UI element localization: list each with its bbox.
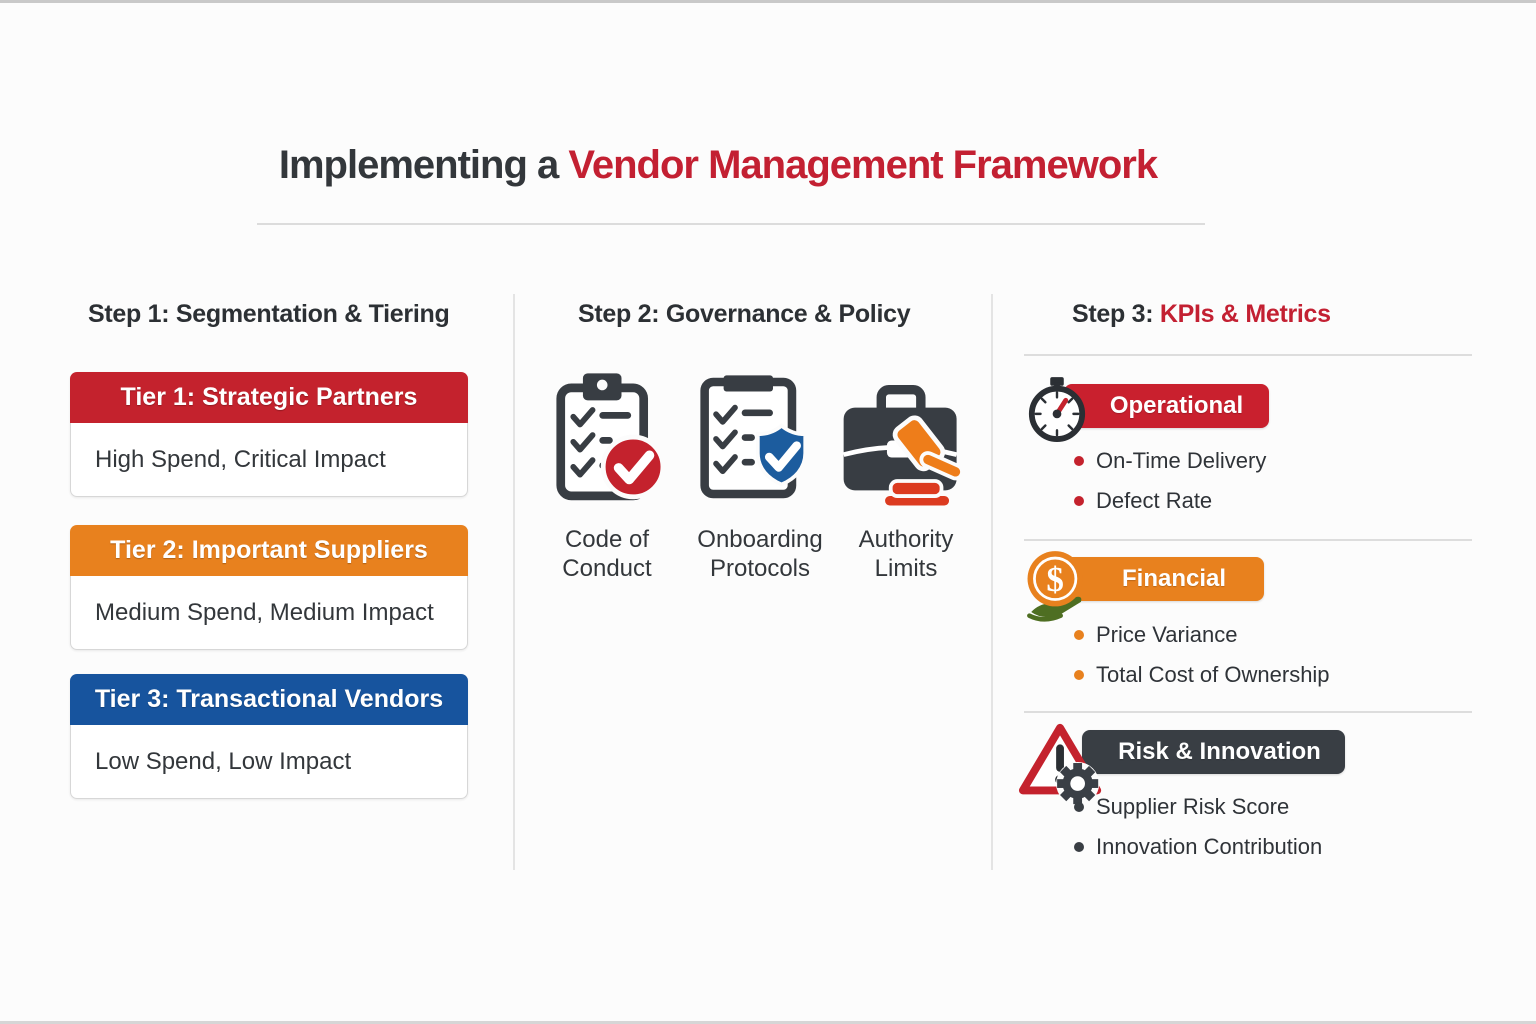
bullet-item: Total Cost of Ownership [1068,655,1330,695]
bullet-dot [1074,456,1084,466]
page-title-highlight: Vendor Management Framework [568,143,1158,187]
clipboard-check-red-icon [554,371,666,510]
risk-innovation-badge: Risk & Innovation [1082,730,1345,774]
financial-bullet-list: Price Variance Total Cost of Ownership [1068,615,1330,695]
step2-item-label: Code of Conduct [562,526,652,582]
briefcase-gavel-icon [838,383,966,520]
bullet-dot [1074,842,1084,852]
step3-heading-prefix: Step 3: [1072,300,1160,328]
svg-text:$: $ [1046,560,1064,599]
bullet-text: Price Variance [1096,622,1238,647]
kpi-divider [1024,711,1472,713]
step1-heading: Step 1: Segmentation & Tiering [88,300,450,328]
column-divider-2 [991,294,993,870]
stopwatch-icon [1026,377,1088,448]
tier2-description: Medium Spend, Medium Impact [70,576,468,650]
bullet-item: Defect Rate [1068,481,1266,521]
tier3-description: Low Spend, Low Impact [70,725,468,799]
bullet-text: On-Time Delivery [1096,448,1267,473]
bullet-dot [1074,630,1084,640]
step2-item-label: Authority Limits [858,526,954,582]
page-title-prefix: Implementing a [278,143,569,187]
tier2-header: Tier 2: Important Suppliers [70,525,468,576]
tier3-header: Tier 3: Transactional Vendors [70,674,468,725]
dollar-hand-icon: $ [1022,549,1092,632]
kpi-divider [1024,354,1472,356]
risk-bullet-list: Supplier Risk Score Innovation Contribut… [1068,787,1322,867]
tier3-card: Tier 3: Transactional Vendors Low Spend,… [70,674,468,799]
bullet-item: Supplier Risk Score [1068,787,1322,827]
step2-heading: Step 2: Governance & Policy [578,300,911,328]
tier1-card: Tier 1: Strategic Partners High Spend, C… [70,372,468,497]
bullet-dot [1074,670,1084,680]
bullet-text: Total Cost of Ownership [1096,662,1330,687]
page-title: Implementing a Vendor Management Framewo… [110,143,1326,188]
title-divider [257,223,1205,225]
financial-badge: Financial [1064,557,1264,601]
kpi-divider [1024,539,1472,541]
operational-badge: Operational [1064,384,1269,428]
tier2-card: Tier 2: Important Suppliers Medium Spend… [70,525,468,650]
bullet-item: On-Time Delivery [1068,441,1266,481]
bullet-text: Supplier Risk Score [1096,794,1290,819]
step3-heading-highlight: KPIs & Metrics [1159,300,1331,328]
bullet-dot [1074,496,1084,506]
clipboard-shield-blue-icon [698,371,810,510]
step2-item-label: Onboarding Protocols [697,526,823,582]
bullet-text: Innovation Contribution [1096,834,1323,859]
tier1-header: Tier 1: Strategic Partners [70,372,468,423]
tier1-description: High Spend, Critical Impact [70,423,468,497]
bullet-item: Price Variance [1068,615,1330,655]
column-divider-1 [513,294,515,870]
bullet-item: Innovation Contribution [1068,827,1322,867]
bullet-text: Defect Rate [1096,488,1213,513]
step3-heading: Step 3: KPIs & Metrics [1072,300,1331,329]
operational-bullet-list: On-Time Delivery Defect Rate [1068,441,1266,521]
warning-gear-icon [1016,719,1108,814]
bullet-dot [1074,802,1084,812]
